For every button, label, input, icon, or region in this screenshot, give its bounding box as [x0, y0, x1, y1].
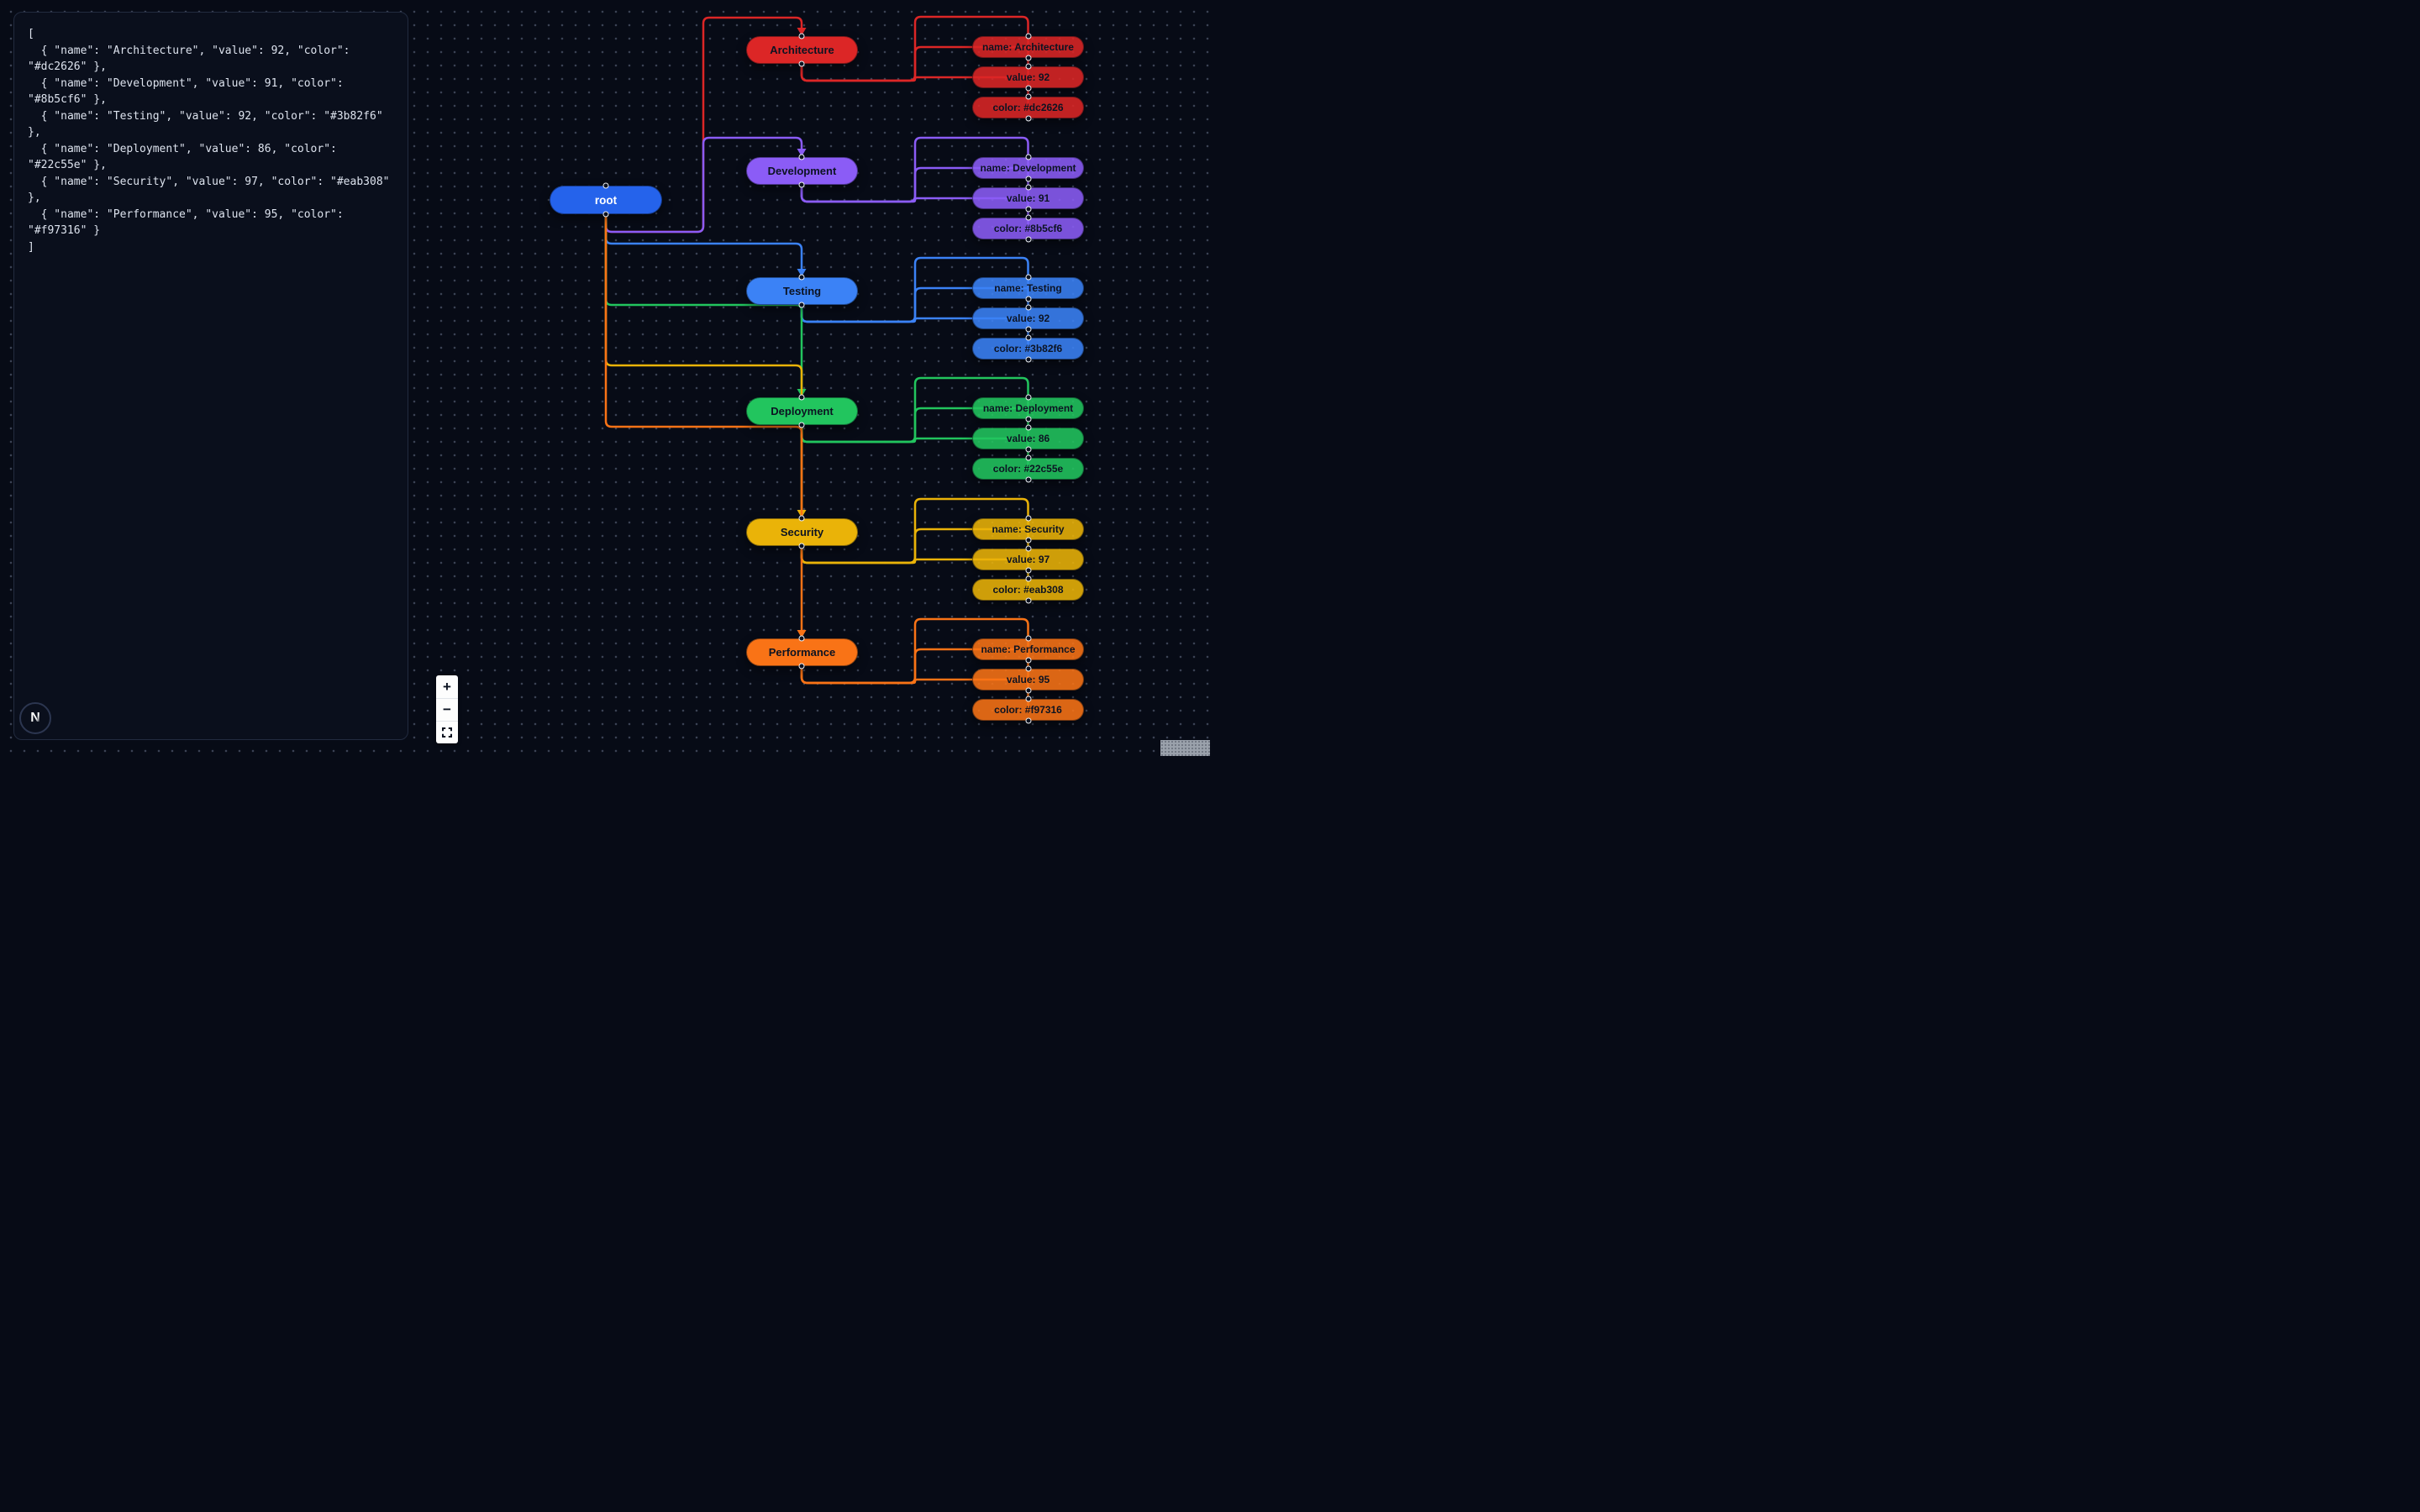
- node-handle[interactable]: [1025, 326, 1031, 333]
- edge-root-development[interactable]: [604, 136, 803, 234]
- node-handle[interactable]: [1025, 236, 1031, 243]
- edge-arrowhead-icon: [797, 269, 807, 277]
- node-handle[interactable]: [1025, 597, 1031, 604]
- nextjs-logo-letter: N: [30, 711, 40, 725]
- node-root[interactable]: root: [550, 186, 662, 214]
- node-handle[interactable]: [1025, 567, 1031, 574]
- node-handle[interactable]: [1025, 176, 1031, 182]
- node-handle[interactable]: [798, 60, 805, 67]
- node-testing[interactable]: Testing: [746, 277, 858, 305]
- node-handle[interactable]: [798, 33, 805, 39]
- leaf-development-value[interactable]: value: 91: [972, 187, 1084, 209]
- leaf-development-name[interactable]: name: Development: [972, 157, 1084, 179]
- node-handle[interactable]: [798, 302, 805, 308]
- leaf-architecture-name[interactable]: name: Architecture: [972, 36, 1084, 58]
- json-editor-content[interactable]: [ { "name": "Architecture", "value": 92,…: [28, 28, 390, 254]
- json-editor-panel: [ { "name": "Architecture", "value": 92,…: [13, 12, 408, 740]
- edge-development-color[interactable]: [800, 136, 1029, 228]
- node-handle[interactable]: [1025, 206, 1031, 213]
- node-handle[interactable]: [1025, 687, 1031, 694]
- node-handle[interactable]: [1025, 394, 1031, 401]
- node-handle[interactable]: [798, 394, 805, 401]
- node-handle[interactable]: [1025, 274, 1031, 281]
- node-handle[interactable]: [1025, 85, 1031, 92]
- minus-icon: −: [443, 701, 451, 717]
- node-handle[interactable]: [1025, 537, 1031, 543]
- node-security[interactable]: Security: [746, 518, 858, 546]
- node-handle[interactable]: [1025, 696, 1031, 702]
- leaf-deployment-color[interactable]: color: #22c55e: [972, 458, 1084, 480]
- node-handle[interactable]: [1025, 356, 1031, 363]
- node-handle[interactable]: [798, 663, 805, 669]
- node-handle[interactable]: [602, 211, 609, 218]
- edge-performance-color[interactable]: [800, 617, 1029, 710]
- edge-arrowhead-icon: [797, 149, 807, 157]
- fit-view-button[interactable]: [436, 721, 458, 743]
- node-handle[interactable]: [1025, 575, 1031, 582]
- leaf-testing-value[interactable]: value: 92: [972, 307, 1084, 329]
- attribution-overlay: [1160, 740, 1210, 756]
- node-handle[interactable]: [1025, 446, 1031, 453]
- leaf-development-color[interactable]: color: #8b5cf6: [972, 218, 1084, 239]
- edge-architecture-color[interactable]: [800, 15, 1029, 108]
- node-handle[interactable]: [1025, 33, 1031, 39]
- node-development[interactable]: Development: [746, 157, 858, 185]
- node-handle[interactable]: [1025, 63, 1031, 70]
- node-handle[interactable]: [1025, 657, 1031, 664]
- zoom-out-button[interactable]: −: [436, 698, 458, 721]
- node-handle[interactable]: [1025, 93, 1031, 100]
- node-handle[interactable]: [1025, 717, 1031, 724]
- edge-arrowhead-icon: [797, 630, 807, 638]
- node-handle[interactable]: [1025, 115, 1031, 122]
- zoom-in-button[interactable]: +: [436, 675, 458, 698]
- node-handle[interactable]: [1025, 184, 1031, 191]
- edge-arrowhead-icon: [797, 28, 807, 36]
- edge-deployment-color[interactable]: [800, 376, 1029, 469]
- node-handle[interactable]: [798, 515, 805, 522]
- edge-root-performance[interactable]: [604, 214, 803, 632]
- node-handle[interactable]: [1025, 424, 1031, 431]
- node-layer: root Architecture name: Architecture value:…: [0, 0, 1210, 756]
- node-handle[interactable]: [798, 154, 805, 160]
- node-handle[interactable]: [1025, 665, 1031, 672]
- leaf-performance-name[interactable]: name: Performance: [972, 638, 1084, 660]
- fit-view-icon: [442, 727, 452, 738]
- node-handle[interactable]: [1025, 334, 1031, 341]
- node-handle[interactable]: [1025, 154, 1031, 160]
- edge-layer: [604, 15, 1029, 710]
- node-handle[interactable]: [602, 182, 609, 189]
- node-handle[interactable]: [798, 543, 805, 549]
- node-handle[interactable]: [1025, 296, 1031, 302]
- node-handle[interactable]: [798, 181, 805, 188]
- leaf-testing-name[interactable]: name: Testing: [972, 277, 1084, 299]
- edge-security-color[interactable]: [800, 497, 1029, 590]
- node-handle[interactable]: [1025, 454, 1031, 461]
- nextjs-logo: N: [19, 702, 51, 734]
- node-handle[interactable]: [1025, 635, 1031, 642]
- zoom-controls: + −: [436, 675, 458, 743]
- node-architecture[interactable]: Architecture: [746, 36, 858, 64]
- plus-icon: +: [443, 678, 451, 695]
- leaf-architecture-value[interactable]: value: 92: [972, 66, 1084, 88]
- node-handle[interactable]: [1025, 304, 1031, 311]
- node-handle[interactable]: [1025, 214, 1031, 221]
- node-handle[interactable]: [798, 422, 805, 428]
- node-performance[interactable]: Performance: [746, 638, 858, 666]
- node-handle[interactable]: [1025, 55, 1031, 61]
- node-handle[interactable]: [1025, 416, 1031, 423]
- node-handle[interactable]: [1025, 515, 1031, 522]
- node-handle[interactable]: [1025, 545, 1031, 552]
- node-deployment[interactable]: Deployment: [746, 397, 858, 425]
- node-handle[interactable]: [798, 635, 805, 642]
- edge-testing-color[interactable]: [800, 256, 1029, 349]
- node-handle[interactable]: [798, 274, 805, 281]
- node-handle[interactable]: [1025, 476, 1031, 483]
